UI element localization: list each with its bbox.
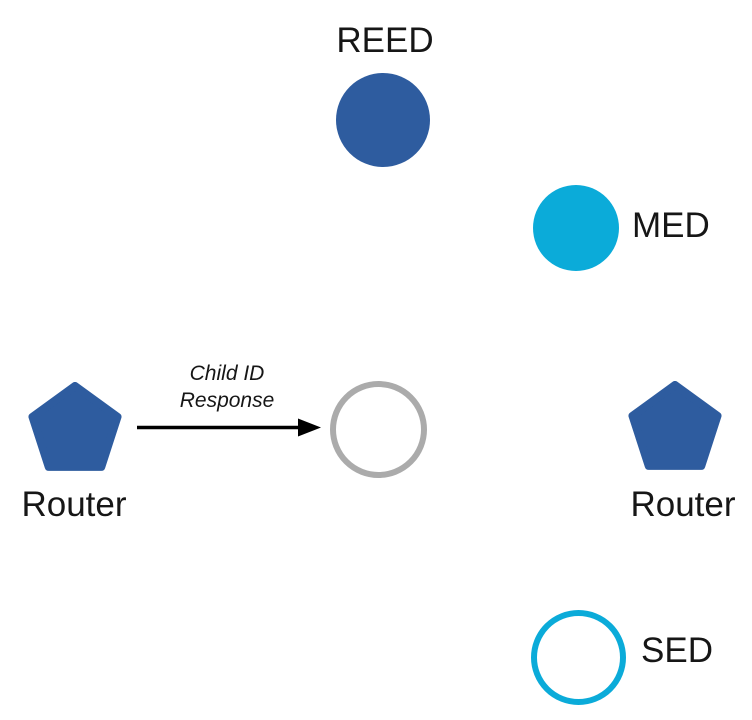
reed-label: REED <box>336 21 434 60</box>
router-left-pentagon-icon <box>28 382 122 471</box>
sed-node-circle <box>531 610 626 705</box>
sed-label: SED <box>641 631 713 670</box>
router-right-pentagon-icon <box>628 381 722 470</box>
med-label: MED <box>632 206 710 245</box>
arrow-label-line1: Child ID <box>189 362 265 385</box>
med-node-circle <box>533 185 619 271</box>
joining-device-node-circle <box>330 381 427 478</box>
router-left-label: Router <box>21 485 127 524</box>
arrow-label-line2: Response <box>179 389 275 412</box>
reed-node-circle <box>336 73 430 167</box>
arrow-label: Child ID Response <box>180 360 275 414</box>
child-id-response-arrow <box>137 418 321 437</box>
router-right-label: Router <box>630 485 736 524</box>
